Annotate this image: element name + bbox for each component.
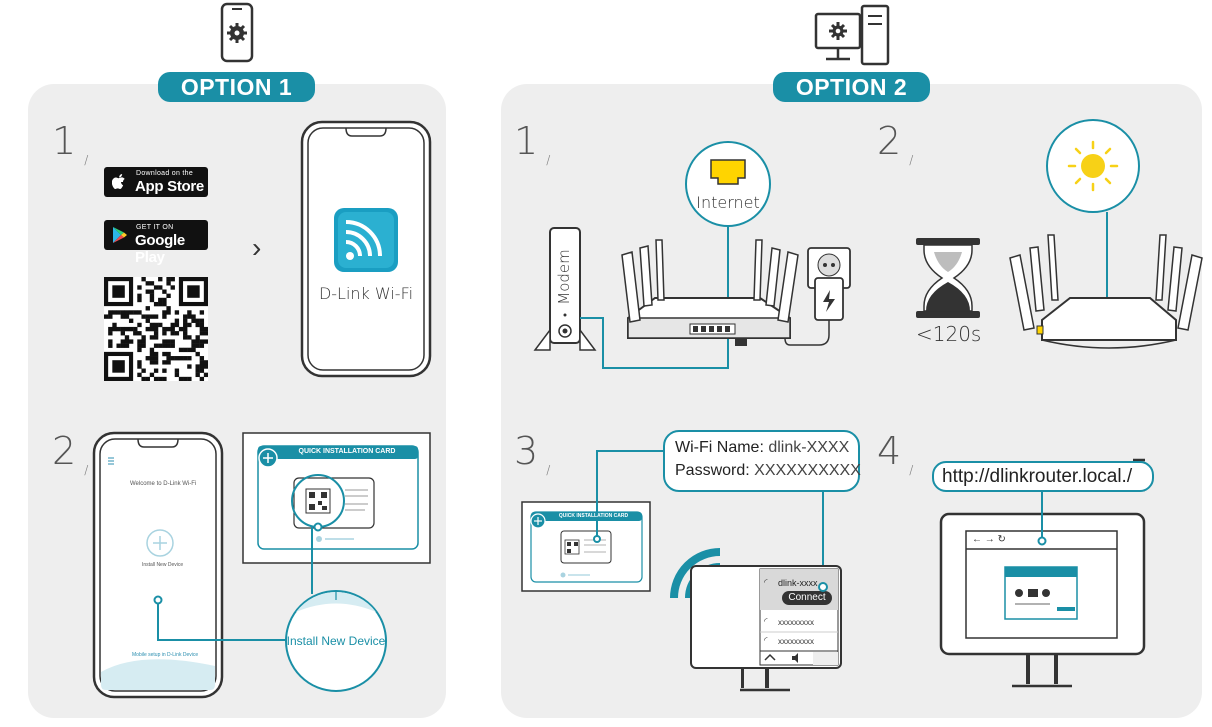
- google-play-badge[interactable]: GET IT ON Google Play: [104, 220, 208, 266]
- password-label: Password:: [675, 462, 750, 479]
- phone-install-small-text[interactable]: Install New Device: [142, 562, 184, 568]
- wifi-small-icon-2: ◜: [764, 616, 768, 626]
- apple-icon: [111, 173, 126, 190]
- option2-step1-number: 1/: [514, 119, 551, 167]
- browser-nav-icons: ← → ↻: [972, 534, 1006, 545]
- wifi-small-icon-3: ◜: [764, 635, 768, 645]
- phone-welcome-text: Welcome to D-Link Wi-Fi: [130, 481, 197, 487]
- phone-bottom-link[interactable]: Mobile setup in D-Link Device: [132, 652, 199, 658]
- chevron-right-icon: ›: [252, 232, 262, 263]
- timer-label: <120s: [916, 322, 982, 346]
- app-store-badge[interactable]: Download on the App Store: [104, 167, 208, 197]
- qr-code[interactable]: [104, 277, 208, 381]
- app-name-label: D-Link Wi-Fi: [318, 284, 414, 303]
- wifi-small-icon-1: ◜: [764, 577, 768, 587]
- network-other-2[interactable]: xxxxxxxxx: [778, 637, 814, 646]
- option2-step3-number: 3/: [514, 429, 551, 477]
- option1-panel: [28, 84, 446, 718]
- option1-step2-number: 2/: [52, 429, 89, 477]
- google-play-big-text: Google Play: [135, 232, 185, 266]
- wifi-name-label: Wi-Fi Name:: [675, 439, 764, 456]
- wifi-name-value: dlink-XXXX: [768, 439, 850, 456]
- install-new-device-label[interactable]: Install New Device: [286, 634, 386, 648]
- phone-gear-icon: [220, 2, 254, 63]
- password-value: XXXXXXXXXX: [754, 462, 861, 479]
- app-store-big-text: App Store: [135, 178, 204, 195]
- wifi-credentials-callout: Wi-Fi Name: dlink-XXXX Password: XXXXXXX…: [663, 430, 861, 492]
- network-other-1[interactable]: xxxxxxxxx: [778, 618, 814, 627]
- internet-label: Internet: [696, 193, 760, 212]
- computer-gear-icon: [814, 4, 890, 66]
- card-title-1: QUICK INSTALLATION CARD: [298, 448, 396, 455]
- wifi-name-line: Wi-Fi Name: dlink-XXXX: [675, 439, 849, 457]
- modem-label: Modem: [555, 249, 573, 305]
- option2-step2-number: 2/: [877, 119, 914, 167]
- google-play-small-text: GET IT ON: [136, 224, 174, 231]
- google-play-icon: [112, 226, 128, 244]
- card-title-2: QUICK INSTALLATION CARD: [558, 513, 629, 519]
- url-address-box[interactable]: http://dlinkrouter.local./: [932, 461, 1154, 492]
- option2-label: OPTION 2: [773, 72, 930, 102]
- option1-label: OPTION 1: [158, 72, 315, 102]
- connect-button[interactable]: Connect: [788, 592, 826, 603]
- option2-panel: [501, 84, 1202, 718]
- option2-step4-number: 4/: [877, 429, 914, 477]
- app-store-small-text: Download on the: [136, 170, 194, 177]
- password-line: Password: XXXXXXXXXX: [675, 462, 861, 480]
- network-selected[interactable]: dlink-xxxx: [778, 578, 818, 588]
- option1-step1-number: 1/: [52, 119, 89, 167]
